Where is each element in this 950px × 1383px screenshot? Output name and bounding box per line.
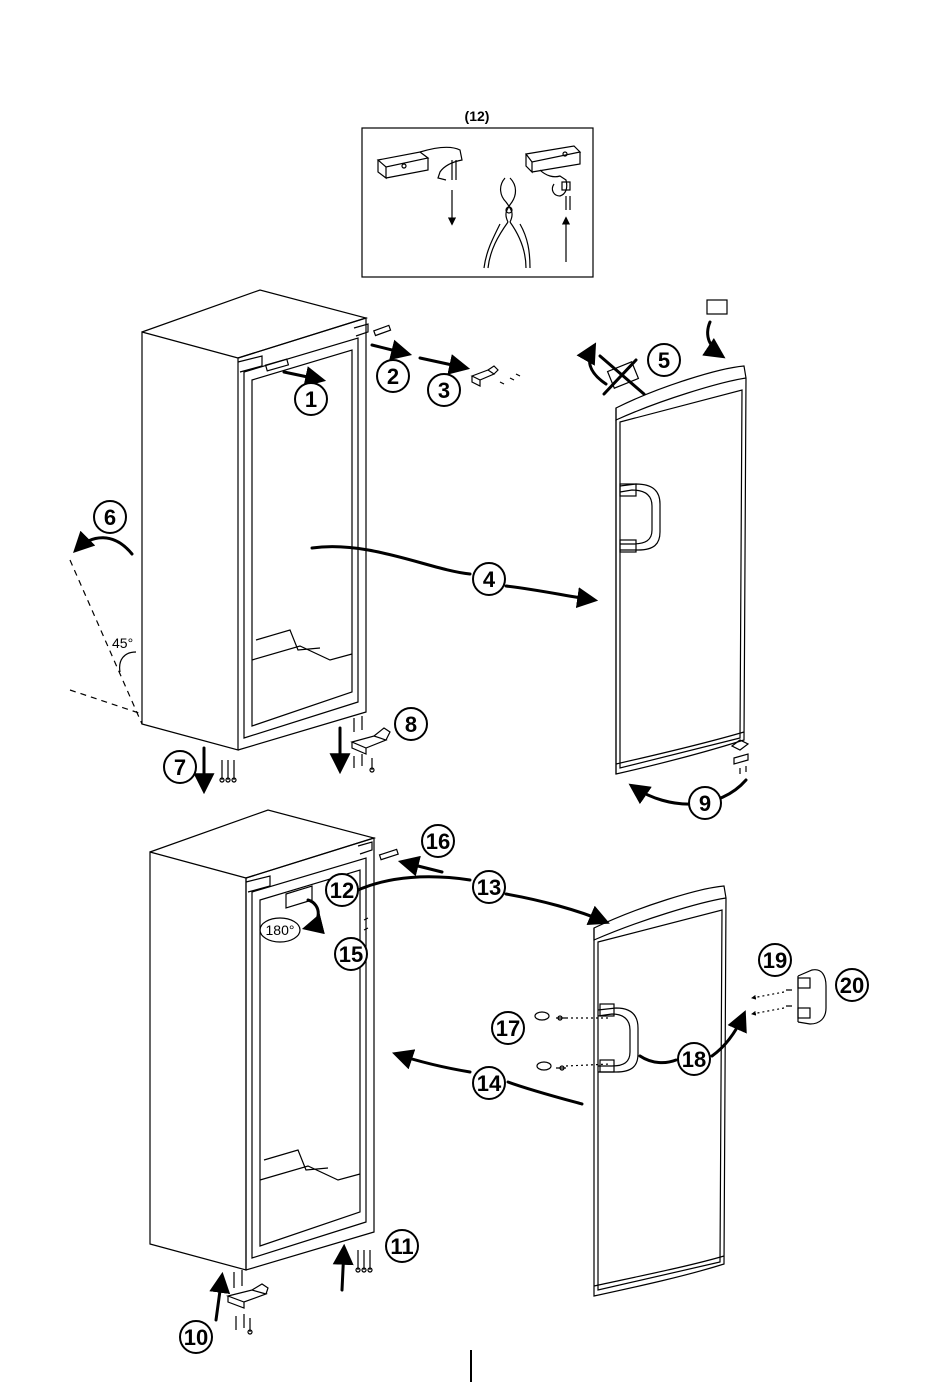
step-12-label: 12 — [330, 878, 354, 903]
step-19-label: 19 — [763, 948, 787, 973]
hinge-inset: (12) — [362, 108, 593, 277]
inset-frame — [362, 128, 593, 277]
step-14-arrow-a — [508, 1082, 582, 1104]
step-11-label: 11 — [390, 1234, 413, 1259]
step-20-label: 20 — [840, 973, 864, 998]
step-6-label: 6 — [104, 505, 116, 530]
tilt-guide: 45° — [70, 560, 142, 724]
tilt-angle-label: 45° — [112, 635, 133, 651]
step-4-label: 4 — [483, 567, 496, 592]
step-4-arrow-a — [312, 547, 470, 574]
step-2-label: 2 — [387, 364, 399, 389]
step-18-arrow-a — [640, 1056, 676, 1063]
step-13-label: 13 — [477, 875, 501, 900]
step-10-label: 10 — [184, 1325, 208, 1350]
inset-caption: (12) — [465, 108, 490, 124]
step-17-label: 17 — [496, 1016, 520, 1041]
bottom-right-screws — [342, 1248, 372, 1290]
step-15-label: 15 — [339, 942, 363, 967]
rotate-angle-label: 180° — [266, 922, 295, 938]
handle-screw-parts — [535, 1012, 610, 1070]
step-4-arrow-b — [506, 586, 594, 600]
step-13-arrow-b — [506, 894, 606, 922]
step-18-arrow-b — [712, 1014, 744, 1056]
hinge-bracket-left — [378, 147, 462, 224]
step-5-label: 5 — [658, 348, 670, 373]
step-8-label: 8 — [405, 712, 417, 737]
step-1-label: 1 — [305, 387, 317, 412]
step-16-label: 16 — [426, 829, 450, 854]
top-pin-part — [380, 849, 399, 859]
bottom-hinge-parts-upper — [340, 716, 390, 772]
step-14-label: 14 — [477, 1071, 502, 1096]
bottom-hinge-parts-lower — [216, 1270, 268, 1334]
bottom-left-screws — [204, 748, 236, 790]
door-upper — [616, 366, 748, 774]
rotate-arrow — [306, 900, 318, 928]
step-3-label: 3 — [438, 378, 450, 403]
new-handle-parts — [752, 970, 826, 1024]
hinge-bracket-right — [526, 146, 580, 262]
step-9-label: 9 — [699, 791, 711, 816]
step-13-arrow-a — [358, 877, 470, 890]
step-16-arrow — [402, 862, 442, 872]
door-lower — [594, 886, 726, 1296]
cabinet-upper — [142, 290, 368, 750]
step-1-arrow — [284, 372, 322, 380]
step-18-label: 18 — [682, 1047, 706, 1072]
tilt-arrow — [76, 538, 132, 554]
step-7-label: 7 — [174, 755, 186, 780]
pliers-icon — [484, 178, 530, 268]
step-14-arrow-b — [396, 1054, 470, 1072]
